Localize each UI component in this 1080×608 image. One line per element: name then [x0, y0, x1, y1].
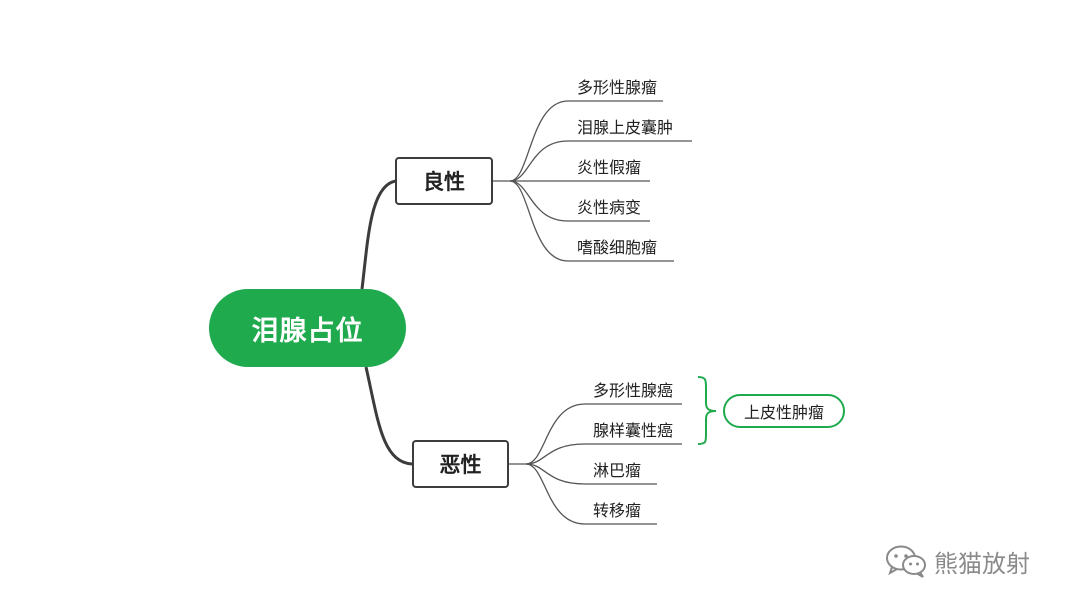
benign-leaf: 嗜酸细胞瘤 [577, 238, 658, 257]
benign-leaf: 泪腺上皮囊肿 [577, 118, 674, 137]
wechat-icon [886, 545, 926, 578]
benign-leaf: 炎性病变 [577, 198, 642, 217]
watermark: 熊猫放射 [884, 541, 1030, 581]
malignant-leaf: 多形性腺癌 [593, 381, 674, 400]
group-brace [697, 376, 717, 445]
malignant-leaf: 腺样囊性癌 [593, 421, 674, 440]
malignant-connectors [509, 403, 682, 525]
malignant-label: 恶性 [439, 453, 482, 477]
root-to-malignant-line [364, 366, 413, 466]
malignant-node: 恶性 [412, 440, 509, 488]
benign-node: 良性 [395, 157, 493, 205]
root-label: 泪腺占位 [251, 315, 364, 347]
root-node: 泪腺占位 [209, 289, 406, 367]
root-to-benign-line [360, 179, 397, 290]
epithelial-tumor-group-label: 上皮性肿瘤 [723, 394, 845, 428]
benign-leaf: 多形性腺瘤 [577, 78, 658, 97]
malignant-leaf: 淋巴瘤 [593, 461, 642, 480]
benign-label: 良性 [423, 170, 465, 194]
benign-connectors [493, 100, 692, 262]
benign-leaf: 炎性假瘤 [577, 158, 642, 177]
malignant-leaf: 转移瘤 [593, 501, 642, 520]
watermark-text: 熊猫放射 [934, 549, 1030, 578]
